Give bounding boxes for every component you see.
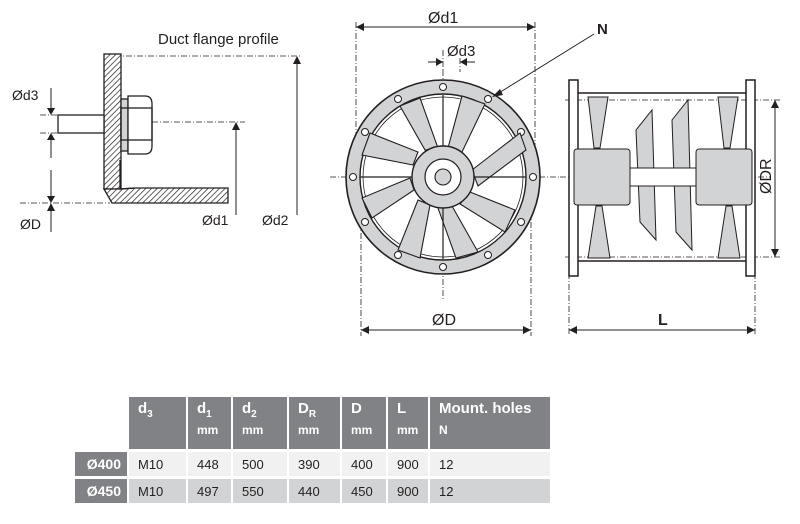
column-header: d3 (127, 397, 186, 449)
table-cell: 440 (287, 476, 340, 503)
front-d3-label: Ød3 (447, 43, 475, 60)
table-row: Ø400 M10 448 500 390 400 900 12 (75, 449, 550, 476)
table-cell: 400 (340, 449, 386, 476)
fan-side-view: ØDR L (560, 79, 780, 336)
front-N-label: N (597, 21, 608, 38)
table-cell: M10 (127, 449, 186, 476)
fan-dimension-drawing: Duct flange profile Ød3 (12, 10, 780, 336)
duct-flange-profile: Duct flange profile Ød3 (12, 31, 301, 232)
flange-bolt (57, 95, 153, 155)
table-cell: 12 (428, 476, 550, 503)
impeller-side (573, 96, 753, 259)
table-cell: 448 (186, 449, 231, 476)
side-DR-label: ØDR (758, 158, 775, 194)
front-d1-label: Ød1 (428, 10, 458, 27)
fan-front-view: Ød1 Ød3 N ØD (330, 10, 608, 336)
flange-d3-label: Ød3 (12, 87, 39, 103)
flange-D-label: ØD (20, 216, 41, 232)
table-cell: 12 (428, 449, 550, 476)
table-cell: 497 (186, 476, 231, 503)
table-row: Ø450 M10 497 550 440 450 900 12 (75, 476, 550, 503)
table-cell: 390 (287, 449, 340, 476)
flange-plate (103, 53, 122, 190)
table-cell: 500 (231, 449, 287, 476)
table-cell: 900 (386, 476, 428, 503)
row-model: Ø400 (75, 449, 127, 476)
table-cell: 550 (231, 476, 287, 503)
flange-profile-title: Duct flange profile (158, 31, 279, 48)
table-cell: 450 (340, 476, 386, 503)
mounting-holes (349, 83, 537, 271)
table-cell: 900 (386, 449, 428, 476)
side-L-label: L (658, 312, 668, 329)
table-corner (75, 397, 127, 449)
front-D-label: ØD (432, 312, 456, 329)
flange-d1-label: Ød1 (202, 212, 229, 228)
table-cell: M10 (127, 476, 186, 503)
duct-wall (102, 187, 229, 204)
row-model: Ø450 (75, 476, 127, 503)
flange-d2-label: Ød2 (262, 212, 289, 228)
